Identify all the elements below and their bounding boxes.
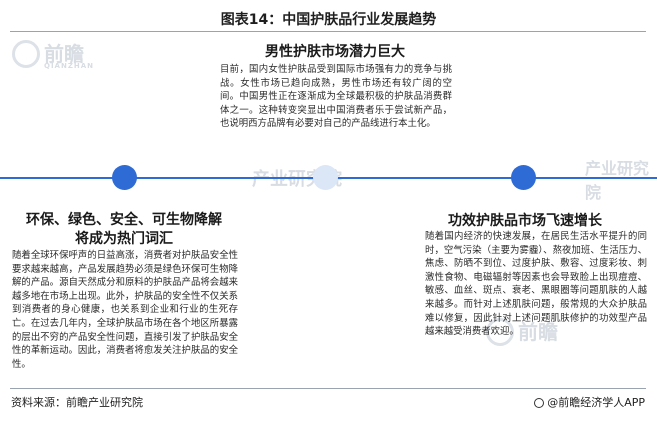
trend-title-male-skincare: 男性护肤市场潜力巨大 <box>265 44 405 60</box>
credit-text: @前瞻经济学人APP <box>547 396 645 409</box>
trend-body-male-skincare: 目前，国内女性护肤品受到国际市场强有力的竞争与挑战。女性市场已趋向成熟，男性市场… <box>220 64 452 130</box>
trend-title-line: 环保、绿色、安全、可生物降解 <box>26 212 222 228</box>
figure-title: 图表14：中国护肤品行业发展趋势 <box>220 12 437 28</box>
title-divider <box>10 31 646 32</box>
timeline-node <box>313 165 338 190</box>
watermark-brand-en: QIANZHAN <box>44 62 95 70</box>
timeline-node <box>511 165 536 190</box>
trend-title-line: 将成为热门词汇 <box>75 231 173 247</box>
watermark-brand: 前瞻 <box>44 42 84 66</box>
source-note: 资料来源：前瞻产业研究院 <box>11 396 143 409</box>
footer-divider <box>10 388 646 389</box>
credit: @前瞻经济学人APP <box>534 394 645 410</box>
watermark-logo-icon <box>486 318 514 346</box>
watermark-research: 产业研究院 <box>585 159 650 202</box>
trend-body-functional-skincare: 随着国内经济的快速发展，在居民生活水平提升的同时，空气污染（主要为雾霾）、熬夜加… <box>425 231 647 338</box>
trend-title-green-safe: 环保、绿色、安全、可生物降解 将成为热门词汇 <box>8 211 240 249</box>
trend-body-green-safe: 随着全球环保呼声的日益高涨，消费者对护肤品安全性要求越来越高，产品发展趋势必须是… <box>12 250 238 370</box>
timeline-node <box>112 165 137 190</box>
watermark-brand: 前瞻 <box>518 320 558 344</box>
brand-logo-icon <box>534 398 545 408</box>
trend-title-functional-skincare: 功效护肤品市场飞速增长 <box>448 213 602 229</box>
watermark-logo-icon <box>12 40 40 68</box>
